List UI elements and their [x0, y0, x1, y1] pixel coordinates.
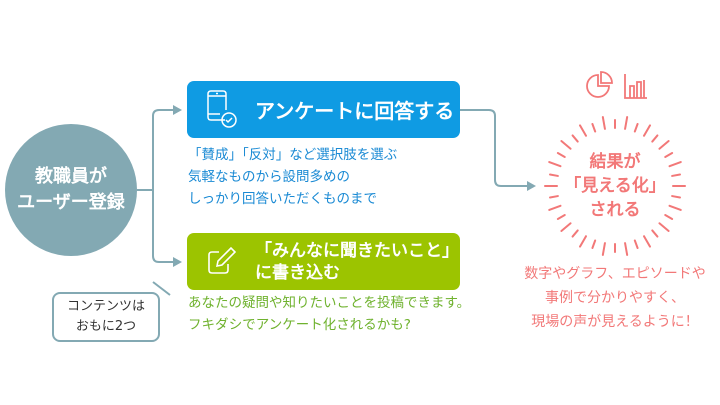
burst-ray: [624, 116, 629, 130]
bar-chart-icon: [624, 74, 647, 99]
burst-ray: [643, 124, 651, 137]
burst-ray: [548, 204, 562, 211]
desc-line: 事例で分かりやすく、: [545, 290, 685, 306]
question-box: 「みんなに聞きたいこと」 に書き込む: [187, 233, 460, 290]
question-title-line: に書き込む: [255, 262, 340, 283]
bubble-tail: [152, 281, 171, 296]
burst-ray: [556, 152, 566, 158]
connector-to-result: [460, 109, 527, 187]
arrow-head: [173, 257, 182, 267]
burst-ray: [560, 140, 572, 150]
pencil-edit-icon: [208, 246, 237, 274]
burst-ray: [671, 195, 681, 199]
result-line: される: [589, 200, 641, 220]
desc-line: 現場の声が見えるように！: [531, 314, 699, 330]
burst-ray: [624, 242, 629, 256]
desc-line: 気軽なものから設問多めの: [188, 169, 350, 185]
connector-to-survey: [137, 109, 175, 191]
burst-ray: [658, 222, 670, 232]
burst-ray: [633, 239, 639, 250]
question-description: あなたの疑問や知りたいことを投稿できます。 フキダシでアンケート化されるかも?: [188, 292, 470, 336]
question-title-line: 「みんなに聞きたいこと」: [255, 240, 459, 261]
result-line: 「見える化」: [564, 176, 666, 196]
arrow-head: [173, 105, 182, 115]
start-node-teacher-registration: 教職員が ユーザー登録: [5, 124, 137, 256]
arrow-head: [527, 181, 536, 191]
pie-chart-icon: [586, 71, 613, 98]
burst-ray: [571, 229, 579, 238]
burst-ray: [549, 173, 559, 177]
desc-line: 数字やグラフ、エピソードや: [524, 266, 706, 282]
burst-ray: [658, 140, 670, 150]
desc-line: あなたの疑問や知りたいことを投稿できます。: [188, 295, 471, 311]
burst-ray: [579, 235, 587, 248]
note-speech-bubble: コンテンツは おもに2つ: [52, 292, 160, 342]
burst-ray: [633, 122, 639, 133]
desc-line: 「賛成」「反対」など選択肢を選ぶ: [188, 147, 398, 163]
burst-ray: [643, 235, 651, 248]
result-description: 数字やグラフ、エピソードや 事例で分かりやすく、 現場の声が見えるように！: [505, 262, 720, 334]
burst-ray: [664, 152, 674, 158]
burst-ray: [560, 222, 572, 232]
burst-ray: [671, 173, 681, 177]
burst-ray: [549, 195, 559, 199]
burst-ray: [579, 124, 587, 137]
burst-ray: [601, 116, 606, 130]
connector-to-question: [152, 190, 175, 263]
survey-title: アンケートに回答する: [255, 99, 455, 123]
burst-ray: [668, 161, 682, 168]
desc-line: フキダシでアンケート化されるかも?: [188, 317, 411, 333]
survey-box: アンケートに回答する: [187, 81, 460, 138]
start-line: ユーザー登録: [17, 192, 125, 213]
desc-line: しっかり回答いただくものまで: [188, 191, 377, 207]
result-node: 結果が 「見える化」 される: [545, 150, 685, 222]
smartphone-check-icon: [207, 89, 237, 128]
burst-ray: [548, 161, 562, 168]
burst-ray: [556, 214, 566, 220]
note-line: おもに2つ: [75, 319, 137, 334]
result-line: 結果が: [589, 152, 641, 172]
burst-ray: [571, 134, 579, 143]
note-line: コンテンツは: [66, 299, 145, 314]
start-line: 教職員が: [35, 166, 107, 187]
burst-rays: [544, 116, 686, 256]
burst-ray: [651, 229, 659, 238]
burst-ray: [664, 214, 674, 220]
burst-ray: [591, 239, 597, 250]
burst-ray: [651, 134, 659, 143]
burst-ray: [591, 122, 597, 133]
survey-description: 「賛成」「反対」など選択肢を選ぶ 気軽なものから設問多めの しっかり回答いただく…: [188, 144, 397, 210]
burst-ray: [601, 242, 606, 256]
burst-ray: [668, 204, 682, 211]
